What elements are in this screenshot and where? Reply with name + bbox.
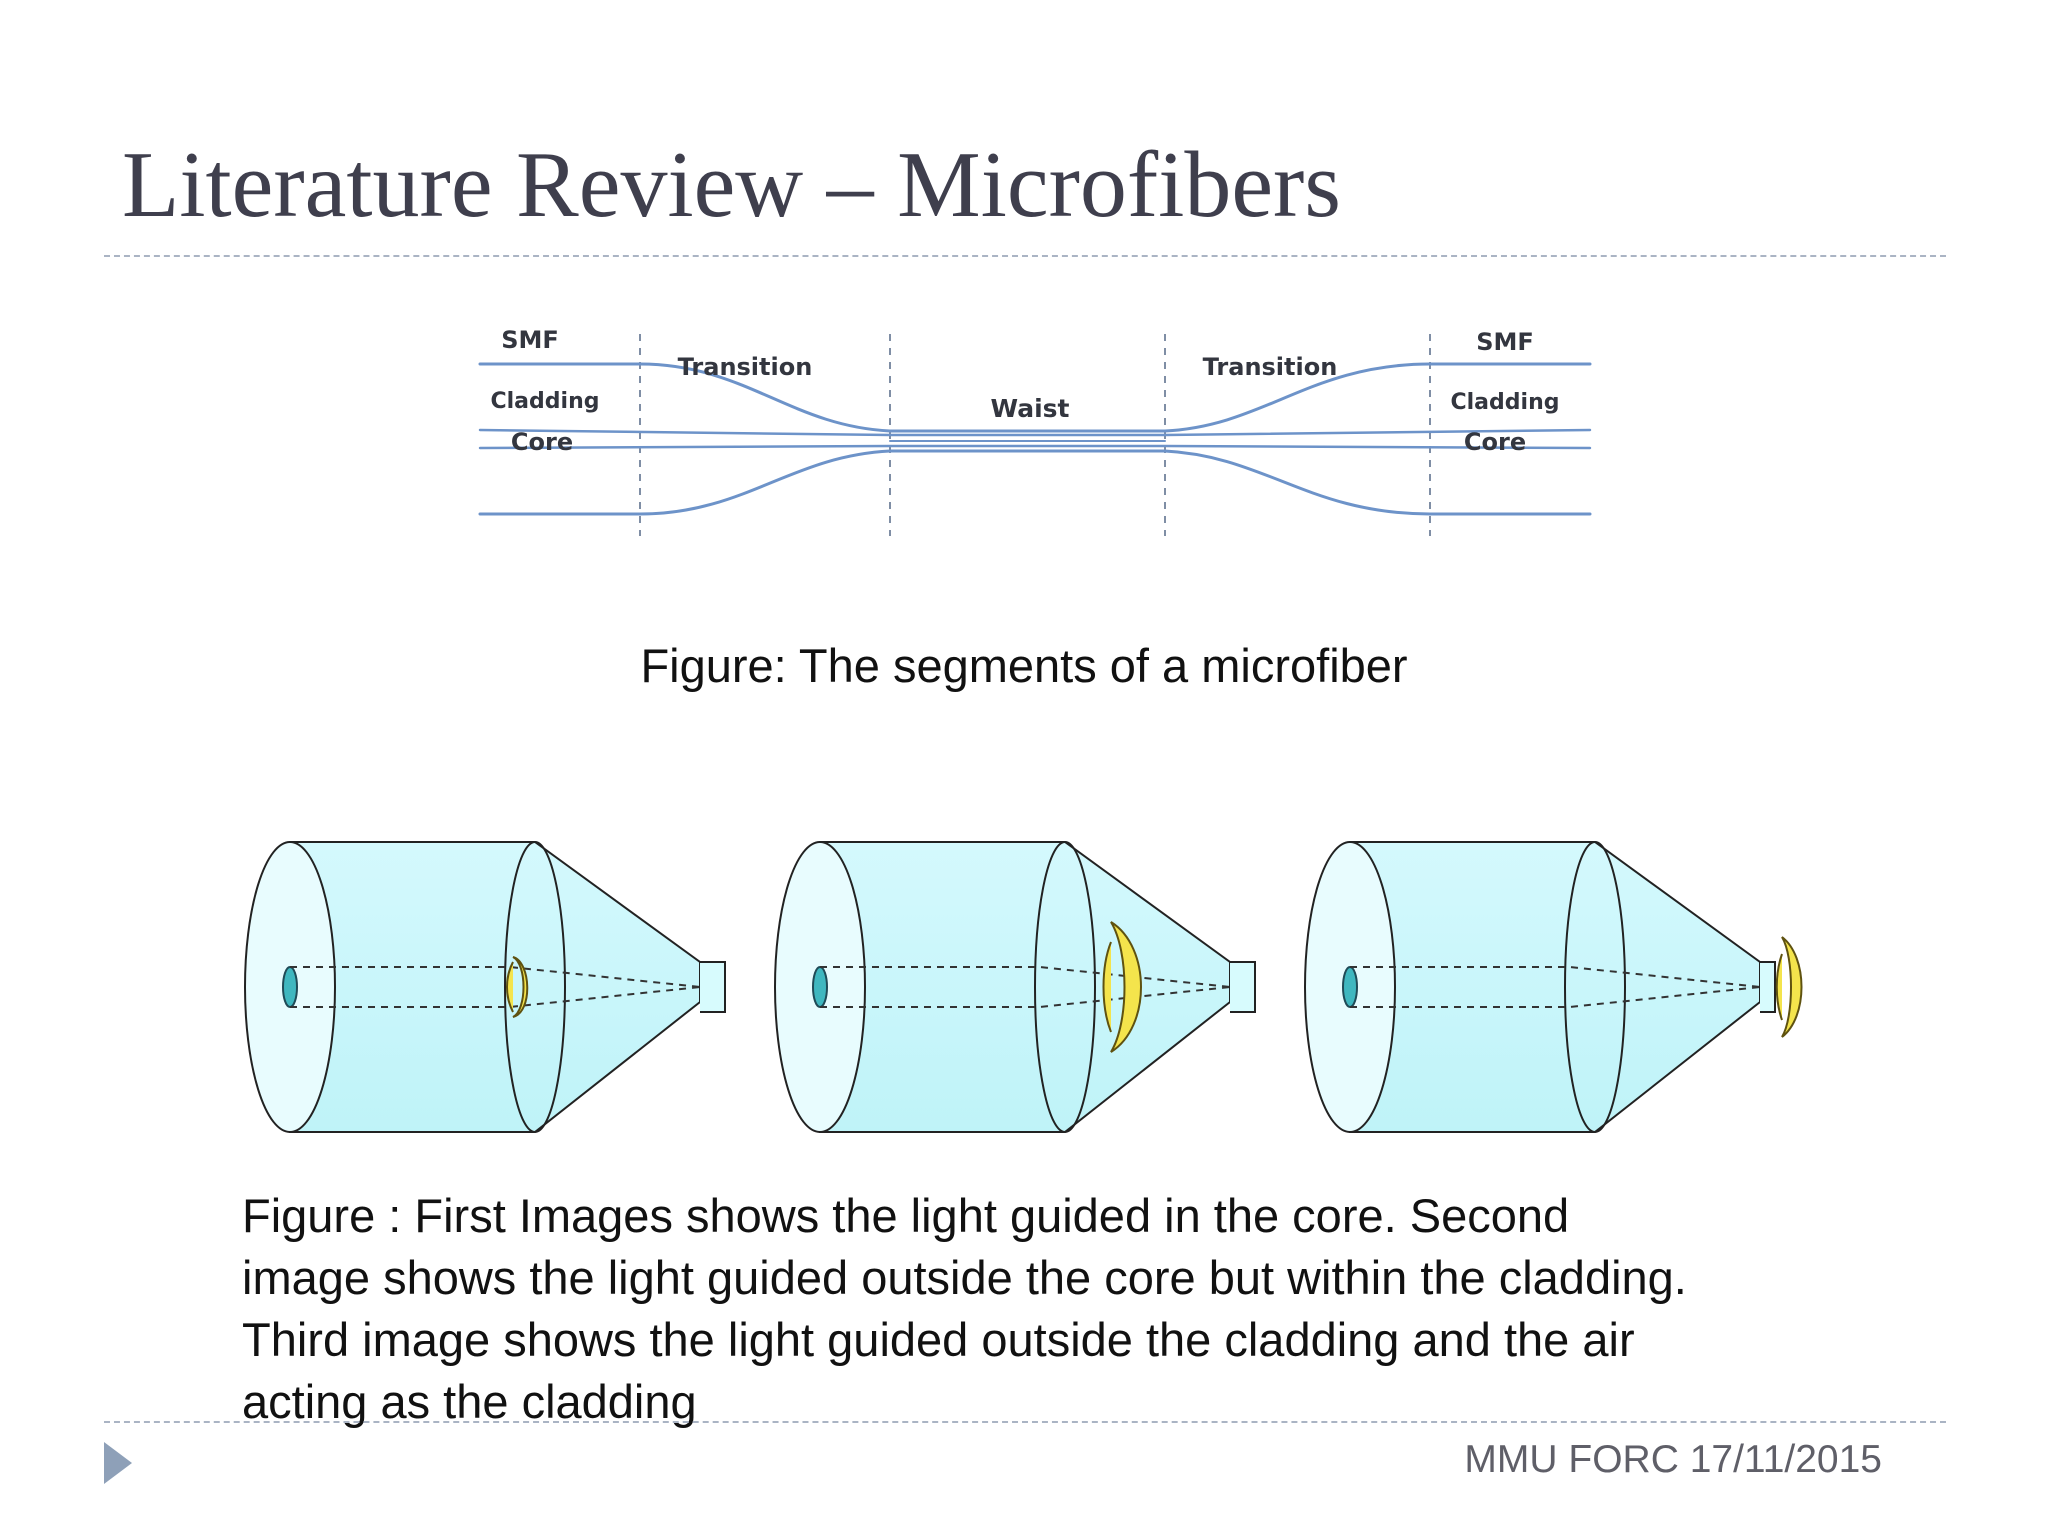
light-guidance-caption: Figure : First Images shows the light gu… bbox=[242, 1185, 1687, 1433]
core-top-boundary bbox=[478, 428, 1592, 437]
fiber-taper-rim bbox=[1564, 841, 1626, 1133]
core-label-right: Core bbox=[1464, 428, 1526, 456]
fiber-profile bbox=[478, 362, 1592, 516]
microfiber-segments-diagram: SMF Cladding Core Transition Waist Trans… bbox=[478, 326, 1592, 536]
core-entry-spot bbox=[282, 966, 298, 1008]
waist-label: Waist bbox=[991, 394, 1070, 423]
light-mode-profile bbox=[1102, 921, 1142, 1053]
core-entry-spot bbox=[812, 966, 828, 1008]
caption-line: acting as the cladding bbox=[242, 1375, 697, 1428]
cladding-top-boundary bbox=[478, 362, 1592, 433]
fiber-cladding-body bbox=[1349, 841, 1761, 1133]
fiber-taper-rim bbox=[504, 841, 566, 1133]
segments-figure-caption: Figure: The segments of a microfiber bbox=[640, 639, 1408, 692]
title-divider bbox=[104, 255, 1946, 257]
core-label-left: Core bbox=[511, 428, 573, 456]
fiber-taper-rim bbox=[1034, 841, 1096, 1133]
fiber-cladding-body bbox=[819, 841, 1231, 1133]
fiber-output-waist bbox=[700, 961, 726, 1013]
fiber-cladding-body bbox=[289, 841, 701, 1133]
light-mode-profile bbox=[1775, 936, 1803, 1038]
fiber-output-waist bbox=[1230, 961, 1256, 1013]
fiber-model-air-guided bbox=[1304, 841, 1803, 1133]
light-guidance-diagram bbox=[244, 841, 1803, 1133]
smf-label-left: SMF bbox=[501, 326, 559, 354]
transition-label-right: Transition bbox=[1203, 353, 1338, 381]
cladding-bottom-boundary bbox=[478, 449, 1592, 516]
transition-label-left: Transition bbox=[678, 353, 813, 381]
fiber-model-cladding-guided bbox=[774, 841, 1256, 1133]
footer-date: MMU FORC 17/11/2015 bbox=[1464, 1438, 1882, 1481]
cladding-label-right: Cladding bbox=[1451, 390, 1560, 415]
footer-divider bbox=[104, 1421, 1946, 1423]
fiber-output-waist bbox=[1760, 961, 1776, 1013]
light-mode-profile bbox=[506, 956, 529, 1018]
play-arrow-icon bbox=[104, 1442, 132, 1484]
caption-line: image shows the light guided outside the… bbox=[242, 1251, 1687, 1304]
core-entry-spot bbox=[1342, 966, 1358, 1008]
cladding-label-left: Cladding bbox=[491, 389, 600, 414]
caption-line: Third image shows the light guided outsi… bbox=[242, 1313, 1635, 1366]
fiber-model-core-guided bbox=[244, 841, 726, 1133]
slide-title: Literature Review – Microfibers bbox=[122, 133, 1341, 237]
smf-label-right: SMF bbox=[1476, 328, 1534, 356]
core-bottom-boundary bbox=[478, 444, 1592, 450]
caption-line: Figure : First Images shows the light gu… bbox=[242, 1189, 1570, 1242]
